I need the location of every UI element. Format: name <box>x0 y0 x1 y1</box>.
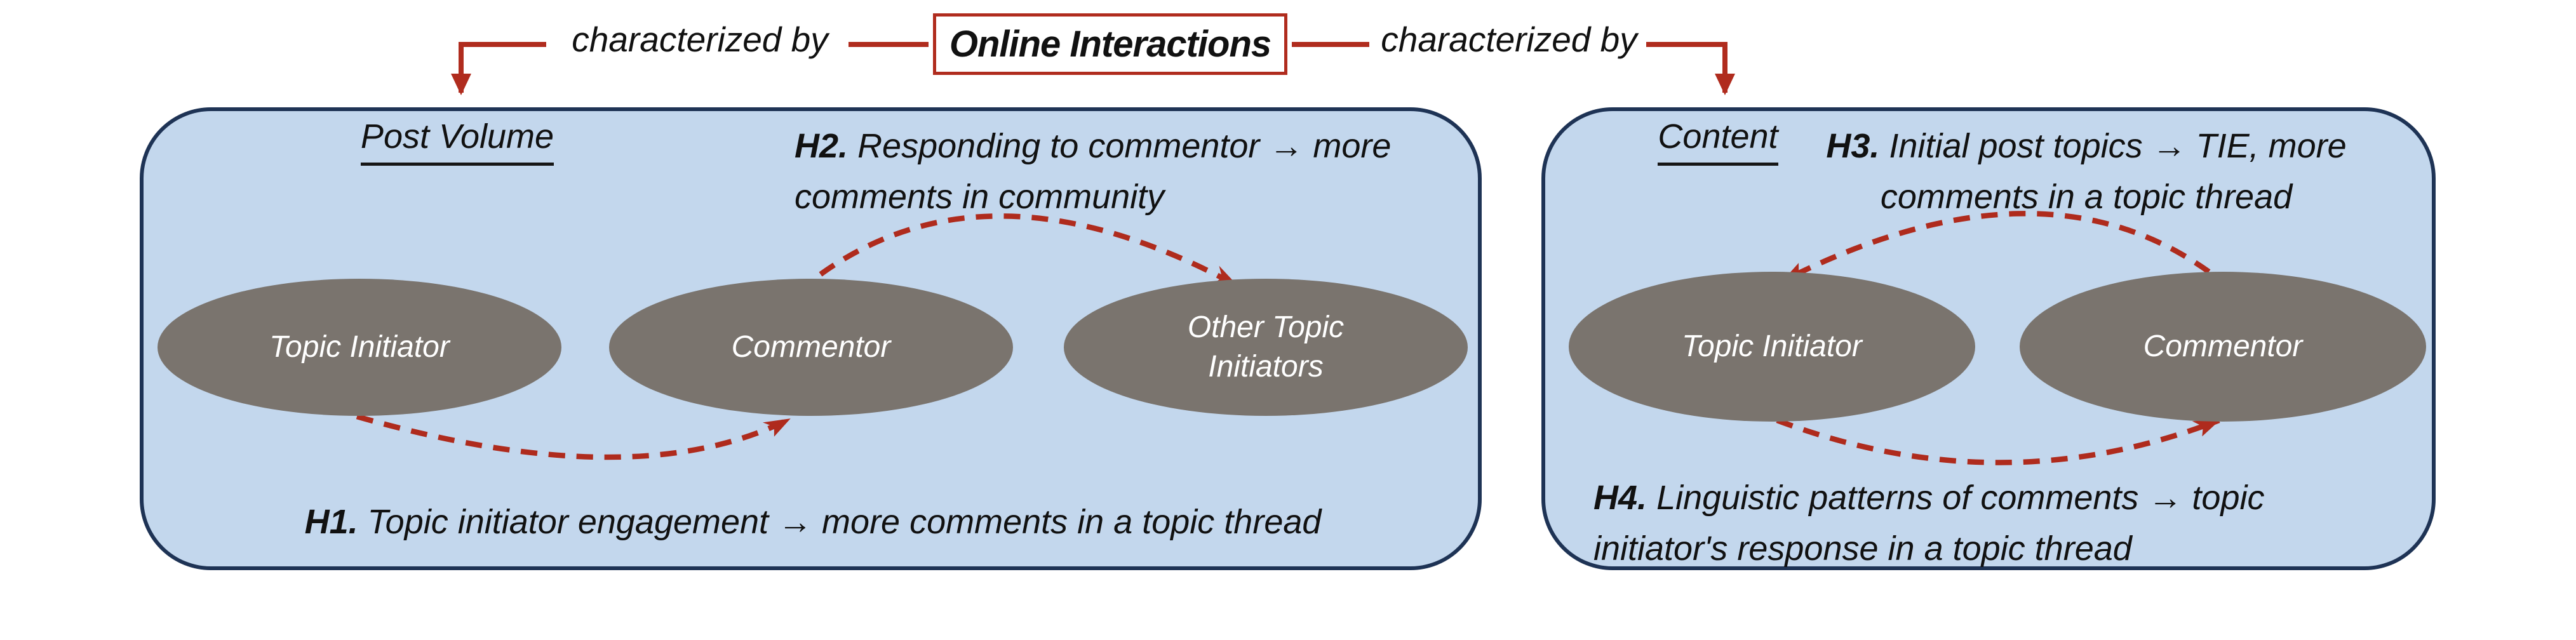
node-label: Other Topic Initiators <box>1187 310 1345 383</box>
node-label: Commentor <box>2143 330 2303 363</box>
h2-line2: comments in community <box>795 178 1165 216</box>
post-volume-title: Post Volume <box>330 117 584 166</box>
arc-h1-topic-initiator-to-commentor <box>356 413 791 460</box>
h2-line1: H2. Responding to commentor → more <box>795 127 1392 165</box>
hypothesis-h1: H1. Topic initiator engagement → more co… <box>304 503 1322 541</box>
hypothesis-h3: H3. Initial post topics → TIE, more comm… <box>1794 121 2378 222</box>
hypothesis-h4: H4. Linguistic patterns of comments → to… <box>1593 472 2419 574</box>
node-label: Topic Initiator <box>269 330 450 364</box>
elbow-arrow-left <box>451 42 546 95</box>
content-title: Content <box>1620 117 1816 166</box>
arc-h2-commentor-to-other-initiators <box>819 213 1239 288</box>
h3-line2: comments in a topic thread <box>1880 178 2293 216</box>
h2-id: H2. <box>795 127 849 165</box>
h4-id: H4. <box>1593 479 1647 517</box>
h4-line1: H4. Linguistic patterns of comments → to… <box>1593 479 2265 517</box>
post-volume-title-text: Post Volume <box>360 117 554 166</box>
node-commentor-left: Commentor <box>609 279 1013 416</box>
node-other-topic-initiators: Other Topic Initiators <box>1064 279 1468 416</box>
node-commentor-right: Commentor <box>2020 272 2426 422</box>
hypothesis-h2: H2. Responding to commentor → more comme… <box>795 121 1499 222</box>
arc-h4-topic-initiator-to-commentor <box>1776 418 2220 465</box>
node-topic-initiator-right: Topic Initiator <box>1569 272 1975 422</box>
elbow-arrow-right <box>1646 42 1735 95</box>
node-label: Topic Initiator <box>1682 330 1862 363</box>
online-interactions-label: Online Interactions <box>949 23 1271 65</box>
node-topic-initiator-left: Topic Initiator <box>158 279 561 416</box>
h3-line1: H3. Initial post topics → TIE, more <box>1826 127 2347 165</box>
arc-h3-commentor-to-topic-initiator <box>1782 211 2211 283</box>
node-label: Commentor <box>731 330 891 364</box>
characterized-by-label-left: characterized by <box>572 20 828 59</box>
characterized-by-label-right: characterized by <box>1381 20 1637 59</box>
h1-id: H1. <box>304 503 358 541</box>
h3-id: H3. <box>1826 127 1880 165</box>
online-interactions-box: Online Interactions <box>933 13 1287 75</box>
h4-line2: initiator's response in a topic thread <box>1593 530 2132 568</box>
content-title-text: Content <box>1658 117 1778 166</box>
